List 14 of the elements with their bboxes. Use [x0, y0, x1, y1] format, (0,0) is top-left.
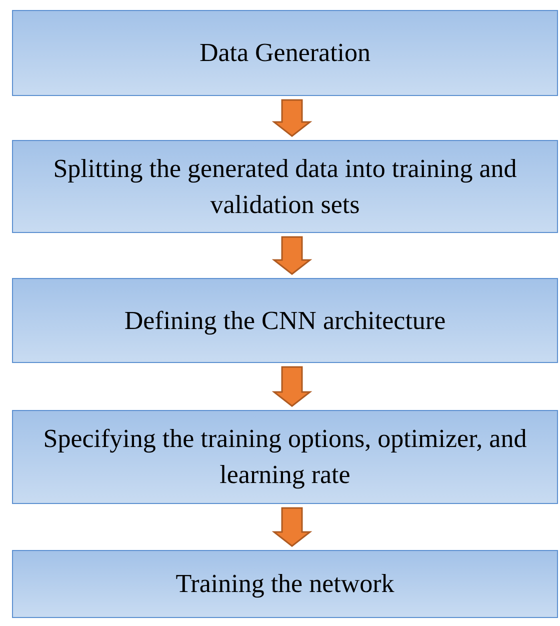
- step-text: Specifying the training options, optimizer, and learning rate: [42, 423, 528, 491]
- block-arrow: [272, 236, 312, 275]
- step-text: Splitting the generated data into training and validation sets: [52, 152, 518, 220]
- process-box: [12, 10, 558, 96]
- step-text: Data Generation: [199, 37, 371, 69]
- block-arrow: [272, 99, 312, 137]
- process-box: [12, 550, 558, 618]
- process-box: [12, 410, 558, 504]
- process-box: [12, 140, 558, 233]
- block-arrow: [272, 507, 312, 547]
- process-box: [12, 278, 558, 363]
- step-text: Training the network: [176, 568, 394, 600]
- block-arrow: [272, 366, 312, 407]
- step-text: Defining the CNN architecture: [124, 304, 446, 337]
